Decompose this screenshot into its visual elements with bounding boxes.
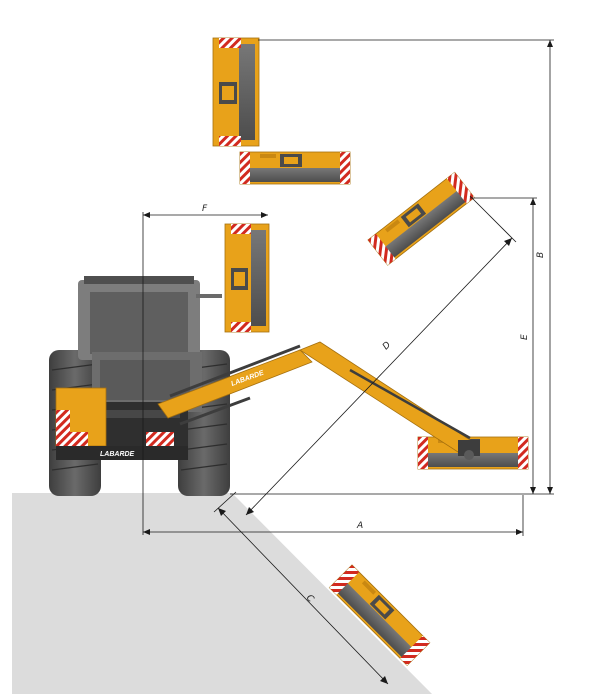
mower-position-angled-right [367,171,475,266]
label-a: A [356,521,363,531]
label-d: D [381,340,393,352]
tractor: LABARDE [49,276,230,496]
dimension-lines: F A B E D C [142,39,554,685]
hedge-cutter-arm: LABARDE [157,341,480,460]
mower-position-vertical-mid [224,223,270,333]
label-e: E [520,334,530,340]
ground-surface [12,493,432,694]
label-f: F [202,204,208,214]
mower-position-vertical-top [212,37,260,147]
dimension-d-line [245,237,513,516]
mower-position-horizontal-high [239,151,351,185]
label-b: B [536,252,546,258]
tractor-brand-label: LABARDE [100,451,135,458]
label-c: C [304,593,316,605]
dimension-c-line [217,507,389,685]
